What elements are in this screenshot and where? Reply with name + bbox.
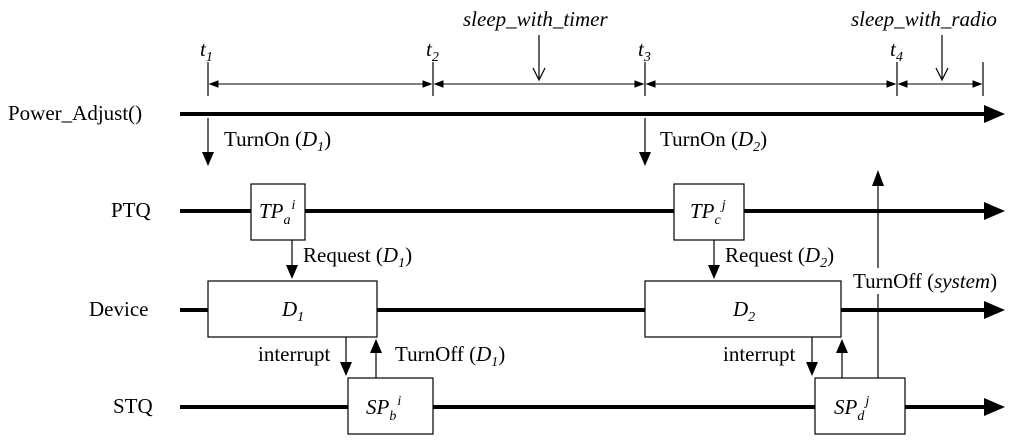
box-device-d2: D2 (644, 280, 842, 338)
label-request-d1: Request (D1) (303, 243, 412, 271)
lane-label-power-adjust: Power_Adjust() (8, 101, 142, 125)
arrow-request-d1 (286, 240, 298, 279)
box-sp-b: SPbi (347, 377, 434, 435)
interval-arrows (208, 80, 983, 88)
svg-text:t1: t1 (200, 37, 213, 65)
svg-text:SPdj: SPdj (834, 394, 869, 424)
label-interrupt-2: interrupt (723, 342, 795, 366)
label-bg-turnoff-system (849, 268, 1019, 294)
svg-text:SPbi: SPbi (366, 394, 401, 424)
time-marker-t2: t2 (426, 37, 439, 96)
time-marker-t4: t4 (890, 37, 903, 96)
box-tp-c: TPcj (673, 183, 745, 241)
lane-label-stq: STQ (113, 394, 153, 418)
lane-label-device: Device (89, 297, 148, 321)
arrow-turnon-d1 (202, 118, 214, 166)
sleep-with-radio-label: sleep_with_radio (851, 7, 997, 31)
svg-text:TPcj: TPcj (690, 198, 726, 228)
sleep-timer-arrow (532, 35, 546, 82)
lane-ptq (180, 202, 1005, 220)
arrow-interrupt-2 (806, 337, 818, 376)
arrow-turnoff-d1 (370, 339, 382, 378)
time-marker-t1: t1 (200, 37, 213, 96)
svg-text:TPai: TPai (259, 198, 296, 228)
lane-label-ptq: PTQ (111, 198, 151, 222)
svg-text:t2: t2 (426, 37, 439, 65)
box-sp-d: SPdj (814, 377, 906, 435)
arrow-turnon-d2 (639, 118, 651, 166)
box-device-d1: D1 (207, 280, 378, 338)
label-turnoff-d1: TurnOff (D1) (395, 342, 505, 370)
svg-text:t3: t3 (638, 37, 651, 65)
label-turnon-d2: TurnOn (D2) (660, 127, 767, 155)
lane-power-adjust (180, 105, 1005, 123)
svg-text:t4: t4 (890, 37, 903, 65)
arrow-turnoff-d2 (836, 339, 848, 378)
svg-text:D2: D2 (732, 297, 755, 325)
sleep-radio-arrow (935, 35, 949, 82)
time-marker-t3: t3 (638, 37, 651, 96)
sleep-with-timer-label: sleep_with_timer (463, 7, 608, 31)
label-request-d2: Request (D2) (725, 243, 834, 271)
label-turnon-d1: TurnOn (D1) (224, 127, 331, 155)
arrow-interrupt-1 (340, 337, 352, 376)
svg-text:D1: D1 (281, 297, 304, 325)
label-turnoff-system: TurnOff (system) (853, 269, 997, 293)
box-tp-a: TPai (250, 183, 306, 241)
label-interrupt-1: interrupt (258, 342, 330, 366)
arrow-request-d2 (708, 240, 720, 279)
